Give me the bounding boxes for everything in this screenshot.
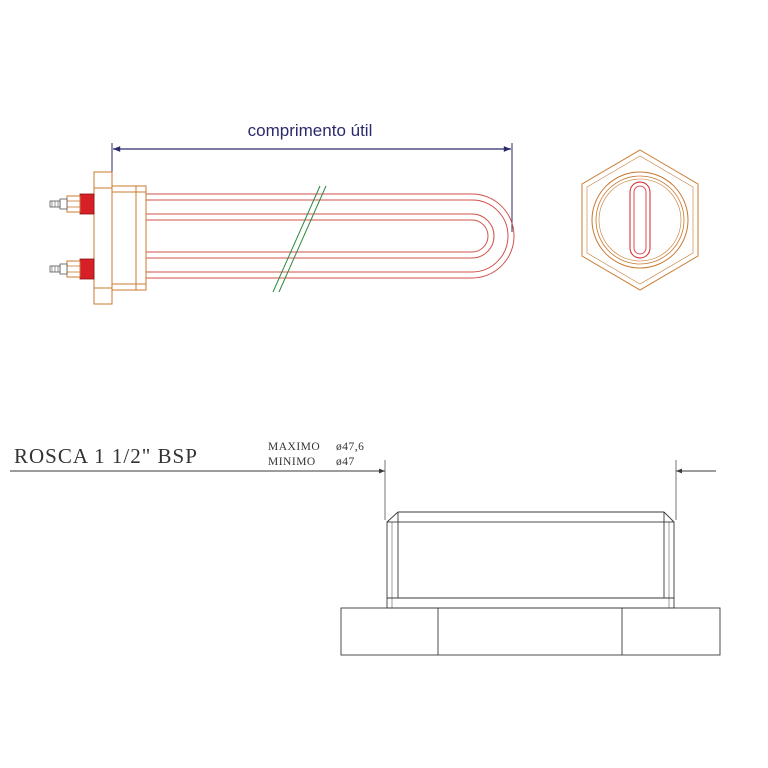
fitting-section-view <box>340 460 721 656</box>
length-dimension: comprimento útil <box>111 121 513 232</box>
terminal-insulator-lower <box>79 258 95 280</box>
heater-side-view: comprimento útil <box>49 121 515 305</box>
thread-spec-main: ROSCA 1 1/2" BSP <box>14 444 198 468</box>
length-dimension-label: comprimento útil <box>248 121 373 140</box>
terminal-insulator-upper <box>79 193 95 215</box>
thread-body <box>386 521 675 609</box>
hex-nut-outline <box>581 149 699 291</box>
thread-spec: ROSCA 1 1/2" BSP MAXIMO ø47,6 MINIMO ø47 <box>10 441 716 474</box>
break-hatch <box>272 185 327 293</box>
terminal-slot <box>629 181 651 259</box>
thread-circle-outer <box>591 171 689 269</box>
flange-body <box>93 171 147 305</box>
thread-spec-max-value: ø47,6 <box>336 441 364 453</box>
hex-end-view <box>581 149 699 291</box>
thread-spec-min-value: ø47 <box>336 456 355 468</box>
terminal-lower <box>49 258 95 280</box>
thread-spec-max-label: MAXIMO <box>268 441 320 453</box>
thread-spec-min-label: MINIMO <box>268 456 316 468</box>
terminal-upper <box>49 193 95 215</box>
heating-tube <box>146 193 515 279</box>
base-hex <box>340 607 721 656</box>
